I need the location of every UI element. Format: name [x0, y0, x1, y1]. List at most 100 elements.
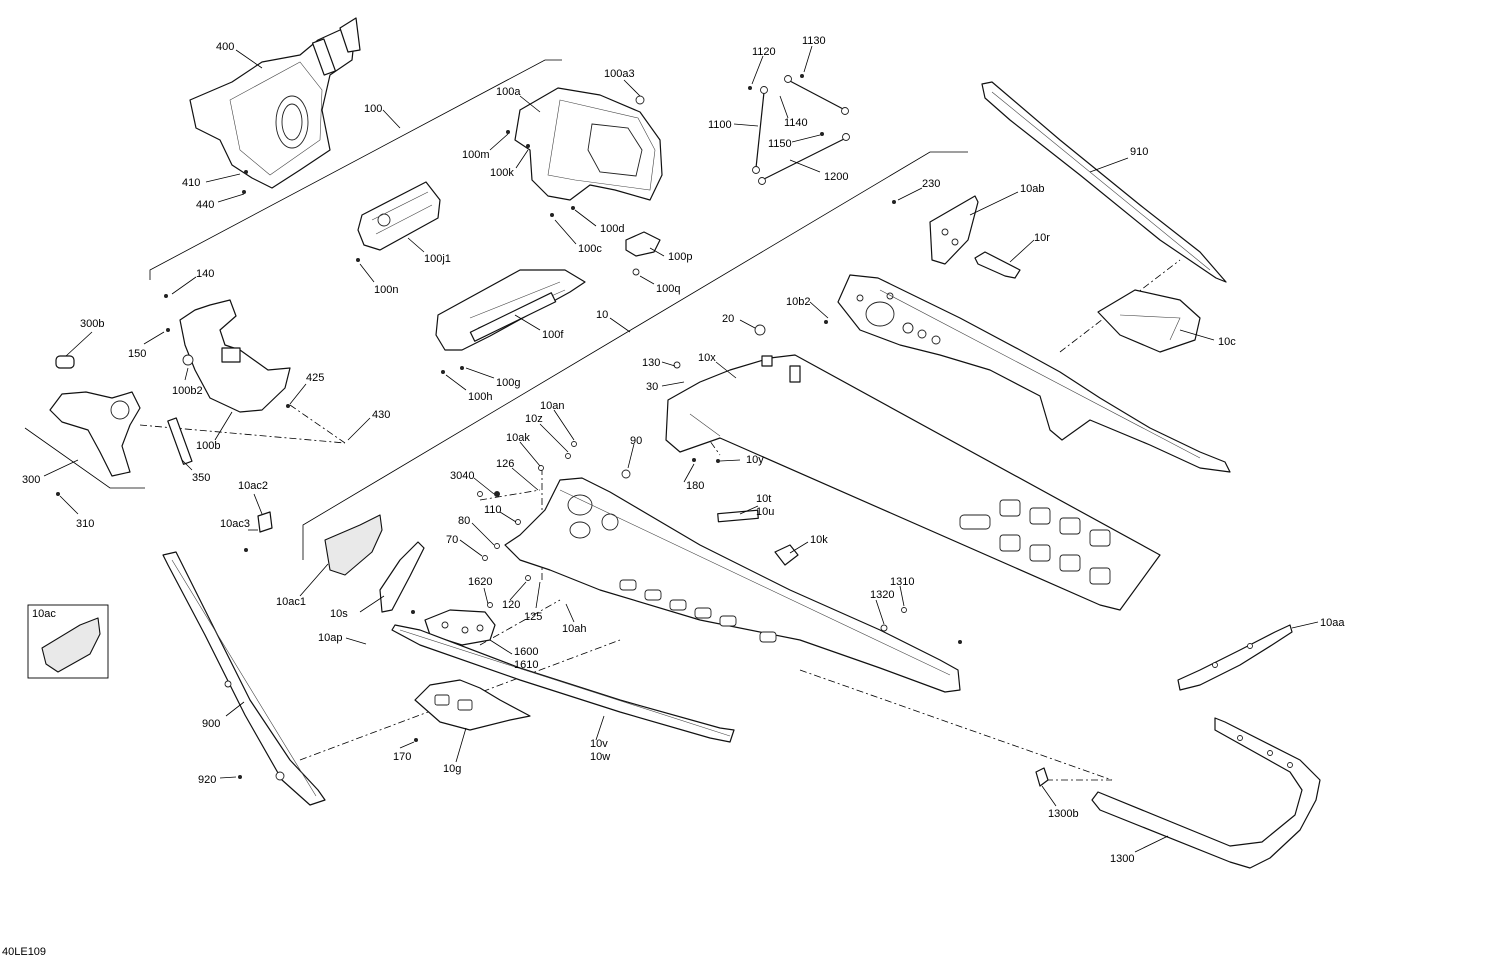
- callout-label: 80: [458, 515, 470, 527]
- part-10g: [414, 679, 531, 742]
- figure-code: 40LE109: [2, 946, 46, 958]
- callout-label: 1120: [752, 46, 776, 58]
- callout-label: 1150: [768, 138, 792, 150]
- callout-label: 3040: [450, 470, 474, 482]
- callout-label: 10r: [1034, 232, 1050, 244]
- callout-label: 910: [1130, 146, 1148, 158]
- callout-label: 120: [502, 599, 520, 611]
- part-10x-tunnel-plate: [665, 324, 1161, 611]
- callout-label: 140: [196, 268, 214, 280]
- callout-label: 10b2: [786, 296, 810, 308]
- callout-label: 300b: [80, 318, 104, 330]
- inset-label: 10ac: [32, 608, 56, 620]
- callout-label: 20: [722, 313, 734, 325]
- callout-label: 10aa: [1320, 617, 1345, 629]
- callout-label: 1320: [870, 589, 894, 601]
- small-parts-tunnel: [477, 441, 907, 632]
- callout-label: 10w: [590, 751, 610, 763]
- callout-label: 1620: [468, 576, 492, 588]
- callout-label: 1140: [784, 117, 808, 129]
- part-10-tunnel-side: [504, 477, 962, 693]
- callout-label: 100p: [668, 251, 692, 263]
- callout-label: 10ah: [562, 623, 586, 635]
- callout-label: 170: [393, 751, 411, 763]
- callout-labels: 400 100 410 440 100a 100a3 100m 100k 100…: [2, 35, 1345, 958]
- callout-label: 10v: [590, 738, 608, 750]
- callout-label: 130: [642, 357, 660, 369]
- callout-label: 1300: [1110, 853, 1134, 865]
- assembly-boundaries: [24, 59, 968, 560]
- callout-label: 10y: [746, 454, 764, 466]
- callout-label: 410: [182, 177, 200, 189]
- callout-label: 10ap: [318, 632, 342, 644]
- callout-label: 10c: [1218, 336, 1236, 348]
- callout-label: 10ak: [506, 432, 530, 444]
- part-300: [49, 355, 193, 496]
- callout-label: 150: [128, 348, 146, 360]
- callout-label: 10s: [330, 608, 348, 620]
- part-10c: [1097, 289, 1201, 353]
- part-100p-cap: [625, 231, 661, 276]
- callout-label: 100: [364, 103, 382, 115]
- part-400-front-frame: [189, 17, 361, 194]
- callout-label: 1300b: [1048, 808, 1079, 820]
- callout-label: 30: [646, 381, 658, 393]
- leader-lines: [43, 45, 1319, 853]
- callout-label: 10ac1: [276, 596, 306, 608]
- callout-label: 10ab: [1020, 183, 1044, 195]
- callout-label: 100b: [196, 440, 220, 452]
- callout-label: 920: [198, 774, 216, 786]
- callout-label: 10z: [525, 413, 543, 425]
- part-10b2-side-rail: [824, 274, 1231, 473]
- part-10aa: [1177, 624, 1293, 691]
- part-10ac1-grille: [244, 511, 425, 614]
- callout-label: 230: [922, 178, 940, 190]
- part-1300-bumper: [1035, 717, 1321, 869]
- callout-label: 126: [496, 458, 514, 470]
- part-100j1-plate: [356, 181, 441, 262]
- callout-label: 430: [372, 409, 390, 421]
- callout-label: 100q: [656, 283, 680, 295]
- callout-label: 300: [22, 474, 40, 486]
- callout-label: 180: [686, 480, 704, 492]
- part-100f-bracket: [435, 269, 586, 374]
- callout-label: 1100: [708, 119, 732, 131]
- callout-label: 10ac3: [220, 518, 250, 530]
- side-cutouts: [619, 579, 777, 643]
- callout-label: 90: [630, 435, 642, 447]
- callout-label: 100h: [468, 391, 492, 403]
- callout-label: 100m: [462, 149, 490, 161]
- part-910-strip: [981, 81, 1227, 283]
- callout-label: 110: [484, 504, 502, 516]
- callout-label: 100a: [496, 86, 521, 98]
- callout-label: 1600: [514, 646, 538, 658]
- callout-label: 100a3: [604, 68, 635, 80]
- callout-label: 400: [216, 41, 234, 53]
- part-100a-bulkhead: [506, 87, 663, 217]
- callout-label: 100b2: [172, 385, 203, 397]
- part-10v-runner: [391, 624, 735, 743]
- part-100b: [164, 294, 291, 413]
- inset-10ac: [27, 604, 109, 679]
- callout-label: 10u: [756, 506, 774, 518]
- callout-label: 10g: [443, 763, 461, 775]
- callout-label: 10x: [698, 352, 716, 364]
- callout-label: 10: [596, 309, 608, 321]
- callout-label: 100f: [542, 329, 564, 341]
- callout-label: 100d: [600, 223, 624, 235]
- callout-label: 1130: [802, 35, 826, 47]
- callout-label: 1610: [514, 659, 538, 671]
- callout-label: 1200: [824, 171, 848, 183]
- callout-label: 70: [446, 534, 458, 546]
- callout-label: 900: [202, 718, 220, 730]
- callout-label: 125: [524, 611, 542, 623]
- callout-label: 10ac2: [238, 480, 268, 492]
- callout-label: 10an: [540, 400, 564, 412]
- callout-label: 350: [192, 472, 210, 484]
- part-10ab-10r: [892, 195, 1021, 279]
- callout-label: 1310: [890, 576, 914, 588]
- callout-label: 100g: [496, 377, 520, 389]
- callout-label: 100n: [374, 284, 398, 296]
- callout-label: 100c: [578, 243, 602, 255]
